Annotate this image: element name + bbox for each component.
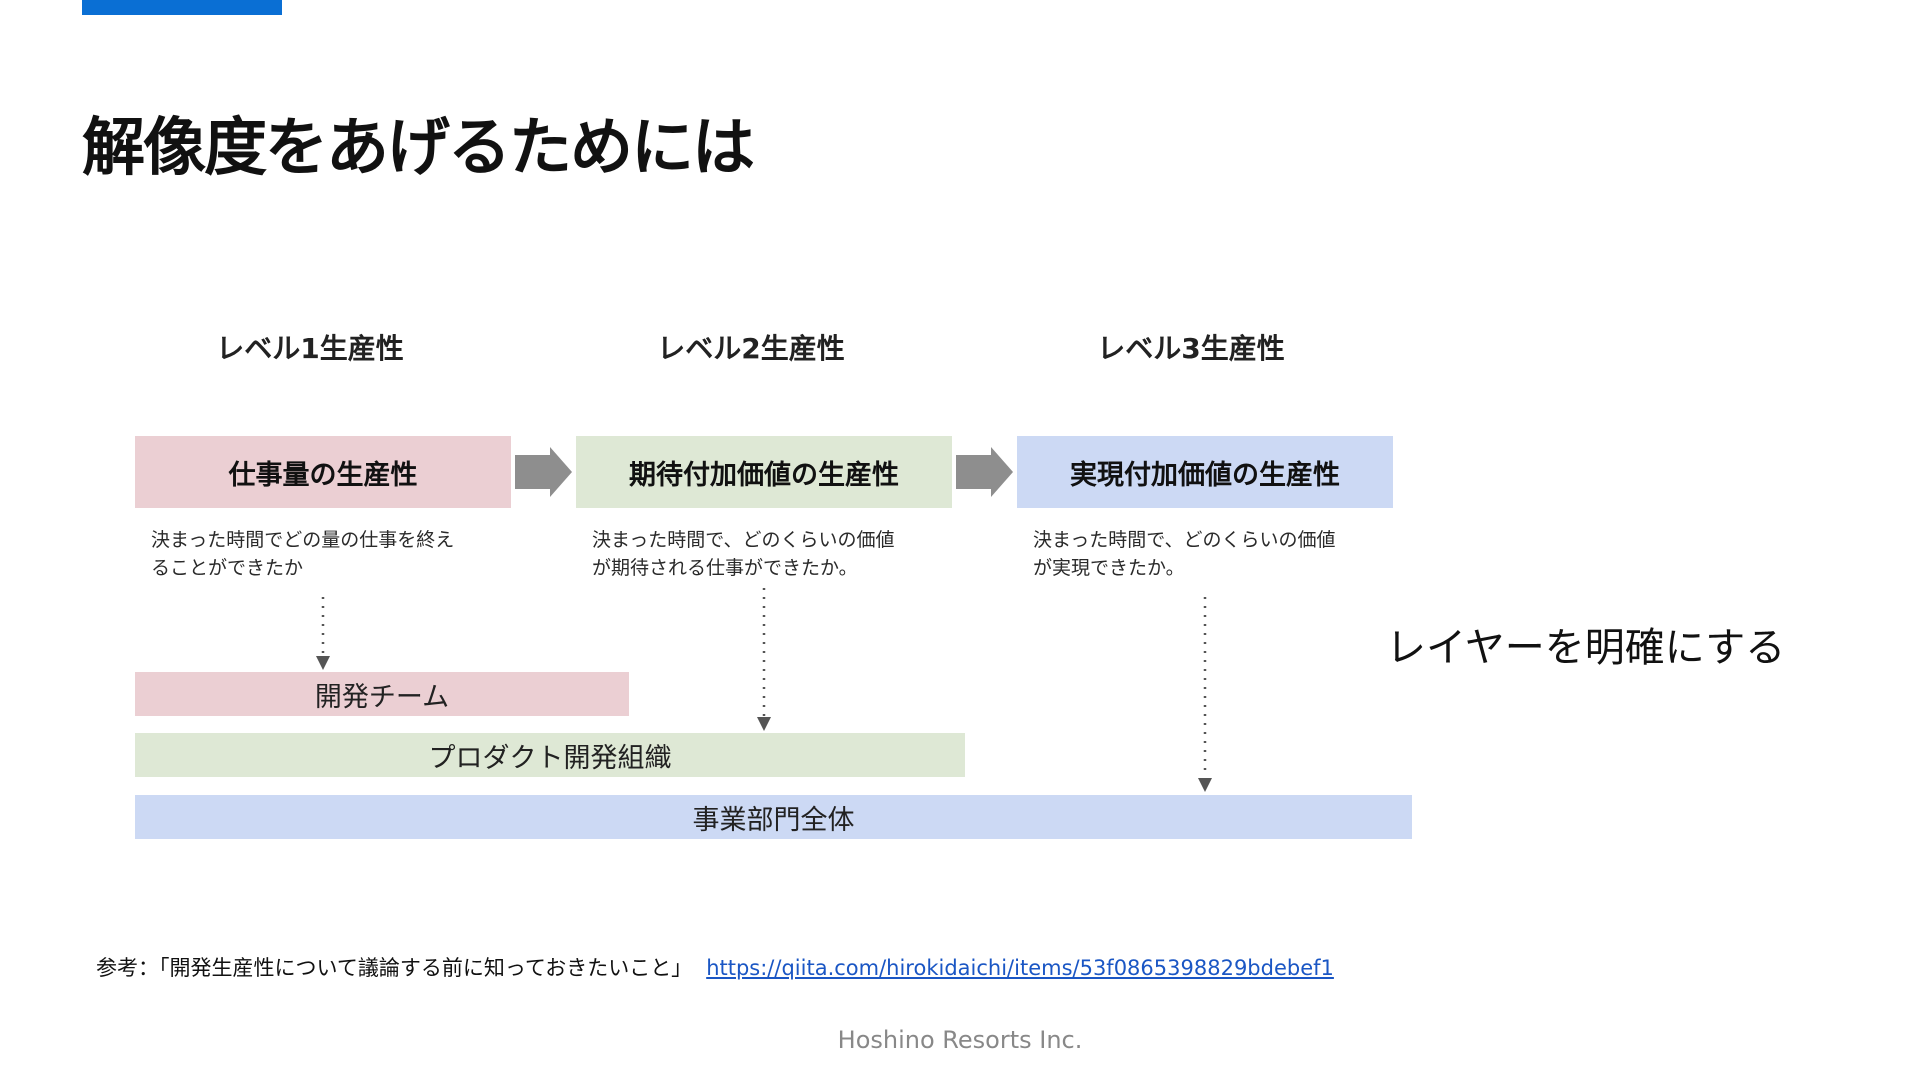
level-3-description-line: が実現できたか。 (1033, 557, 1185, 579)
accent-bar (82, 0, 282, 15)
level-3-label: レベル3生産性 (1097, 332, 1285, 365)
side-note: レイヤーを明確にする (1386, 625, 1786, 671)
level-1-description: 決まった時間でどの量の仕事を終え ることができたか (151, 526, 511, 582)
level-1-label: レベル1生産性 (216, 332, 404, 365)
level-3-description-line: 決まった時間で、どのくらいの価値 (1033, 529, 1336, 551)
flow-arrow-2 (956, 447, 1013, 497)
level-1-description-line: 決まった時間でどの量の仕事を終え (151, 529, 455, 551)
dotted-connector-2 (757, 588, 771, 731)
level-2-description-line: 決まった時間で、どのくらいの価値 (592, 529, 895, 551)
level-1-box: 仕事量の生産性 (135, 436, 511, 508)
level-2-label: レベル2生産性 (657, 332, 845, 365)
level-2-description: 決まった時間で、どのくらいの価値 が期待される仕事ができたか。 (592, 526, 952, 582)
level-2-description-line: が期待される仕事ができたか。 (592, 557, 858, 579)
flow-arrow-1 (515, 447, 572, 497)
reference-text: 参考：「開発生産性について議論する前に知っておきたいこと」 (96, 956, 693, 980)
reference-link[interactable]: https://qiita.com/hirokidaichi/items/53f… (706, 956, 1334, 980)
level-1-description-line: ることができたか (151, 557, 304, 579)
band-dev-team: 開発チーム (135, 672, 629, 716)
level-3-description: 決まった時間で、どのくらいの価値 が実現できたか。 (1033, 526, 1393, 582)
level-2-box: 期待付加価値の生産性 (576, 436, 952, 508)
band-product-org: プロダクト開発組織 (135, 733, 965, 777)
reference-line: 参考：「開発生産性について議論する前に知っておきたいこと」 https://qii… (96, 952, 1334, 984)
band-business-division: 事業部門全体 (135, 795, 1412, 839)
level-3-box: 実現付加価値の生産性 (1017, 436, 1393, 508)
slide-title: 解像度をあげるためには (82, 111, 755, 184)
dotted-connector-1 (316, 597, 330, 670)
dotted-connector-3 (1198, 597, 1212, 792)
footer-company: Hoshino Resorts Inc. (837, 1026, 1083, 1054)
